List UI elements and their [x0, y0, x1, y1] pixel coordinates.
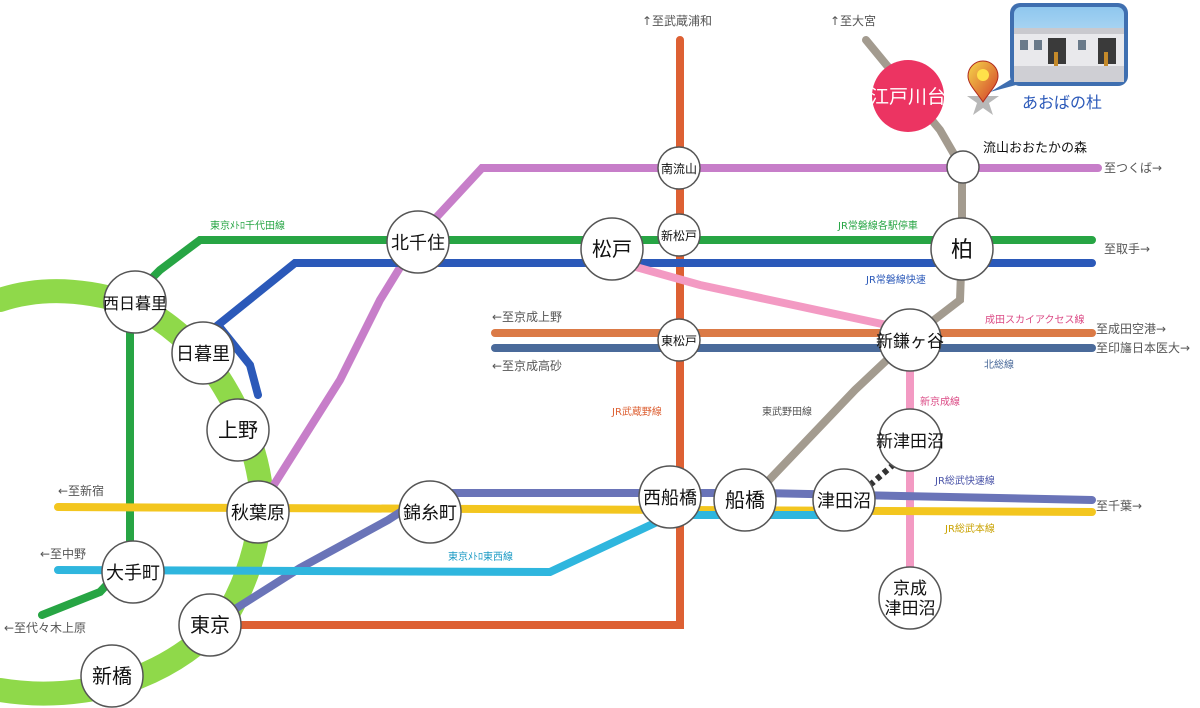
- station-label-nishi-funabashi: 西船橋: [643, 488, 697, 509]
- station-label-keisei-tsudanuma-2: 津田沼: [885, 599, 936, 619]
- station-shimbashi: [80, 644, 144, 708]
- label-chiyoda-line: 東京ﾒﾄﾛ千代田線: [210, 219, 285, 232]
- station-ueno: [206, 398, 270, 462]
- station-kita-senju: [386, 210, 450, 274]
- station-label-tsudanuma: 津田沼: [817, 491, 871, 512]
- station-edogawadai: [872, 60, 944, 132]
- station-label-ueno: 上野: [218, 418, 258, 442]
- label-joban-local-line: JR常磐線各駅停車: [837, 219, 918, 232]
- label-hokuso-line: 北総線: [984, 358, 1014, 371]
- station-label-funabashi: 船橋: [725, 488, 765, 512]
- station-label-edogawadai: 江戸川台: [870, 86, 946, 108]
- label-musashino-line: JR武蔵野線: [611, 405, 662, 418]
- station-label-higashi-matsudo: 東松戸: [661, 334, 697, 348]
- station-label-kita-senju: 北千住: [391, 233, 445, 254]
- dest-chiba: 至千葉→: [1096, 499, 1142, 513]
- station-label-minami-nagareyama: 南流山: [661, 161, 697, 176]
- station-label-shimbashi: 新橋: [92, 664, 132, 688]
- dest-yoyogi-uehara: ←至代々木上原: [4, 621, 86, 635]
- station-higashi-matsudo: [657, 318, 701, 362]
- label-joban-rapid-line: JR常磐線快速: [865, 273, 926, 286]
- station-nippori: [171, 321, 235, 385]
- station-keisei-tsudanuma: [878, 566, 942, 630]
- dest-narita-airport: 至成田空港→: [1096, 322, 1166, 336]
- station-minami-nagareyama: [657, 146, 701, 190]
- station-label-nishi-nippori: 西日暮里: [103, 294, 167, 313]
- dest-nakano: ←至中野: [40, 546, 86, 561]
- dest-omiya: ↑至大宮: [830, 13, 876, 28]
- dest-shinjuku: ←至新宿: [58, 483, 104, 498]
- station-label-akihabara: 秋葉原: [231, 503, 285, 524]
- station-nagareyama-otakanomori: [946, 150, 980, 184]
- label-tozai-line: 東京ﾒﾄﾛ東西線: [448, 550, 513, 563]
- label-sobu-rapid-line: JR総武快速線: [934, 474, 995, 487]
- label-narita-sky-access-line: 成田スカイアクセス線: [985, 313, 1085, 326]
- station-akihabara: [226, 480, 290, 544]
- station-label-keisei-tsudanuma-1: 京成: [893, 579, 927, 599]
- station-funabashi: [713, 468, 777, 532]
- dest-keisei-takasago: ←至京成高砂: [492, 358, 562, 373]
- station-shin-matsudo: [657, 213, 701, 257]
- station-label-tokyo: 東京: [190, 613, 230, 637]
- dest-musashi-urawa: ↑至武蔵浦和: [642, 14, 712, 28]
- shin-keisei-line: [614, 258, 914, 604]
- dest-toride: 至取手→: [1104, 242, 1150, 256]
- station-label-otemachi: 大手町: [106, 563, 160, 584]
- dest-tsukuba: 至つくば→: [1104, 161, 1162, 175]
- station-shin-kamagaya: [878, 308, 942, 372]
- station-tokyo: [178, 593, 242, 657]
- station-tsudanuma: [812, 468, 876, 532]
- label-tobu-noda-line: 東武野田線: [762, 405, 812, 418]
- map-pin-icon: [967, 60, 999, 103]
- station-kashiwa: [930, 217, 994, 281]
- station-matsudo: [580, 217, 644, 281]
- station-nishi-funabashi: [638, 465, 702, 529]
- station-nishi-nippori: [103, 270, 167, 334]
- station-label-kinshicho: 錦糸町: [403, 503, 457, 524]
- transfer-connector: [868, 462, 895, 488]
- station-label-shin-matsudo: 新松戸: [661, 228, 697, 243]
- sobu-local-line: [54, 503, 1096, 516]
- station-label-shin-kamagaya: 新鎌ヶ谷: [876, 332, 944, 352]
- dest-keisei-ueno: ←至京成上野: [492, 310, 562, 324]
- property-name: あおばの杜: [1022, 93, 1102, 112]
- property-marker: [967, 60, 999, 115]
- station-label-nagareyama-otakanomori: 流山おおたかの森: [983, 141, 1087, 156]
- station-label-nippori: 日暮里: [176, 344, 230, 365]
- station-label-matsudo: 松戸: [592, 237, 632, 261]
- station-otemachi: [101, 540, 165, 604]
- station-shin-tsudanuma: [878, 408, 942, 472]
- station-kinshicho: [398, 480, 462, 544]
- label-shin-keisei-line: 新京成線: [920, 395, 960, 408]
- station-label-kashiwa: 柏: [951, 238, 973, 263]
- label-sobu-local-line: JR総武本線: [944, 522, 995, 535]
- joban-rapid-line: [212, 259, 1096, 399]
- station-label-shin-tsudanuma: 新津田沼: [876, 432, 944, 452]
- dest-inba-nichi-idai: 至印旛日本医大→: [1096, 340, 1190, 355]
- property-photo-callout: [990, 3, 1128, 92]
